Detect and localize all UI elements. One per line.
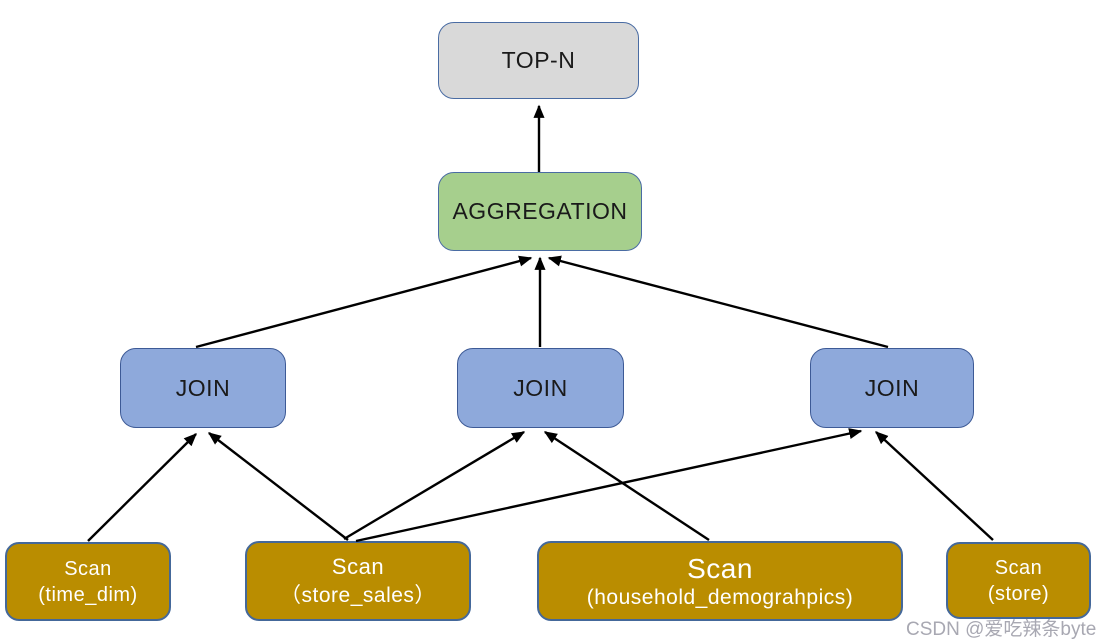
node-top-n-label: TOP-N xyxy=(501,47,576,73)
edge-scan-store-sales-to-join-middle xyxy=(343,430,526,541)
node-scan-store-title: Scan xyxy=(994,556,1043,579)
edge-scan-store-sales-to-join-right xyxy=(355,428,863,543)
node-join-middle-label: JOIN xyxy=(513,374,568,401)
node-aggregation: AGGREGATION xyxy=(438,172,642,251)
node-scan-household-title: Scan xyxy=(687,552,753,584)
edge-join-right-to-aggregation xyxy=(547,255,889,349)
node-join-left-label: JOIN xyxy=(175,374,231,401)
node-scan-store-subtitle: (store) xyxy=(987,582,1050,605)
node-scan-household-demograhpics: Scan (household_demograhpics) xyxy=(537,541,903,621)
node-aggregation-label: AGGREGATION xyxy=(452,198,628,224)
node-join-middle: JOIN xyxy=(457,348,624,428)
node-scan-household-subtitle: (household_demograhpics) xyxy=(586,586,854,610)
node-scan-time-dim: Scan (time_dim) xyxy=(5,542,171,621)
node-join-right: JOIN xyxy=(810,348,974,428)
edge-scan-household-to-join-middle xyxy=(543,430,710,542)
edge-join-left-to-aggregation xyxy=(195,255,533,349)
edge-scan-store-to-join-right xyxy=(875,431,994,541)
edge-scan-store-sales-to-join-left xyxy=(207,432,349,541)
edge-scan-time-dim-to-join-left xyxy=(87,433,197,542)
node-scan-store-sales-title: Scan xyxy=(331,554,385,580)
node-join-right-label: JOIN xyxy=(864,374,920,401)
node-scan-store-sales-subtitle: （store_sales） xyxy=(280,583,436,607)
node-join-left: JOIN xyxy=(120,348,286,428)
node-scan-store-sales: Scan （store_sales） xyxy=(245,541,471,621)
node-scan-time-dim-title: Scan xyxy=(64,557,112,580)
csdn-watermark: CSDN @爱吃辣条byte xyxy=(906,619,1097,640)
node-scan-store: Scan (store) xyxy=(946,542,1091,619)
node-scan-time-dim-subtitle: (time_dim) xyxy=(38,583,138,606)
node-top-n: TOP-N xyxy=(438,22,639,99)
